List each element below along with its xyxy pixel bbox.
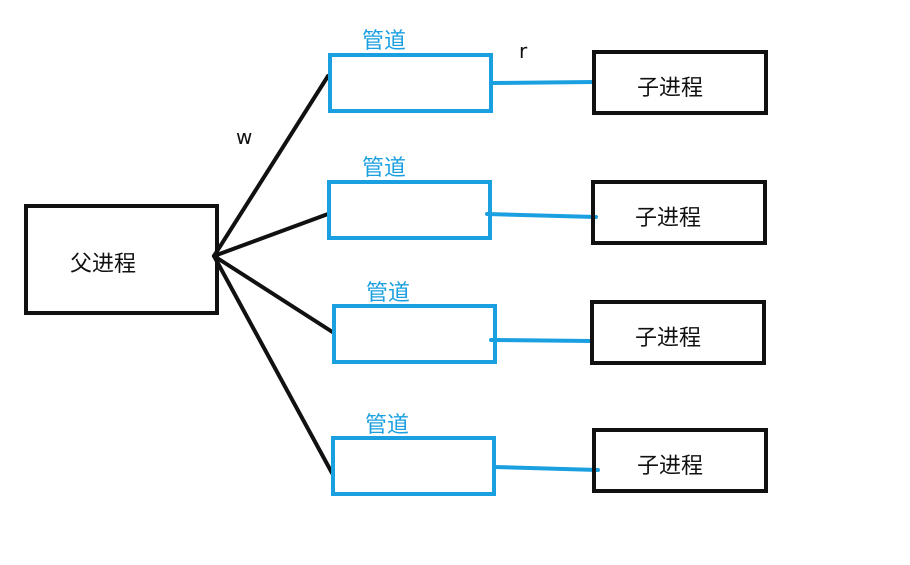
child-process-box-1 — [592, 50, 768, 115]
pipe-label-3: 管道 — [366, 281, 411, 306]
parent-process-label: 父进程 — [70, 252, 137, 277]
read-line-4 — [492, 465, 600, 472]
child-process-label-3: 子进程 — [635, 326, 702, 351]
read-line-3 — [489, 338, 594, 343]
pipe-box-1 — [328, 53, 493, 113]
write-end-label: w — [236, 125, 253, 149]
read-line-2 — [485, 212, 598, 219]
child-process-label-1: 子进程 — [637, 76, 704, 101]
pipe-box-2 — [327, 180, 492, 240]
read-end-label: r — [519, 39, 528, 63]
pipe-box-3 — [332, 304, 497, 364]
pipe-label-2: 管道 — [362, 156, 407, 181]
pipe-label-4: 管道 — [365, 413, 410, 438]
child-process-label-4: 子进程 — [637, 454, 704, 479]
write-line-3 — [212, 254, 336, 335]
child-process-box-3 — [590, 300, 766, 365]
write-line-1 — [212, 74, 330, 258]
write-line-4 — [212, 254, 334, 475]
child-process-label-2: 子进程 — [635, 206, 702, 231]
pipe-box-4 — [331, 436, 496, 496]
read-line-1 — [489, 80, 596, 85]
child-process-box-4 — [592, 428, 768, 493]
write-line-2 — [212, 212, 330, 258]
pipe-label-1: 管道 — [362, 29, 407, 54]
child-process-box-2 — [591, 180, 767, 245]
